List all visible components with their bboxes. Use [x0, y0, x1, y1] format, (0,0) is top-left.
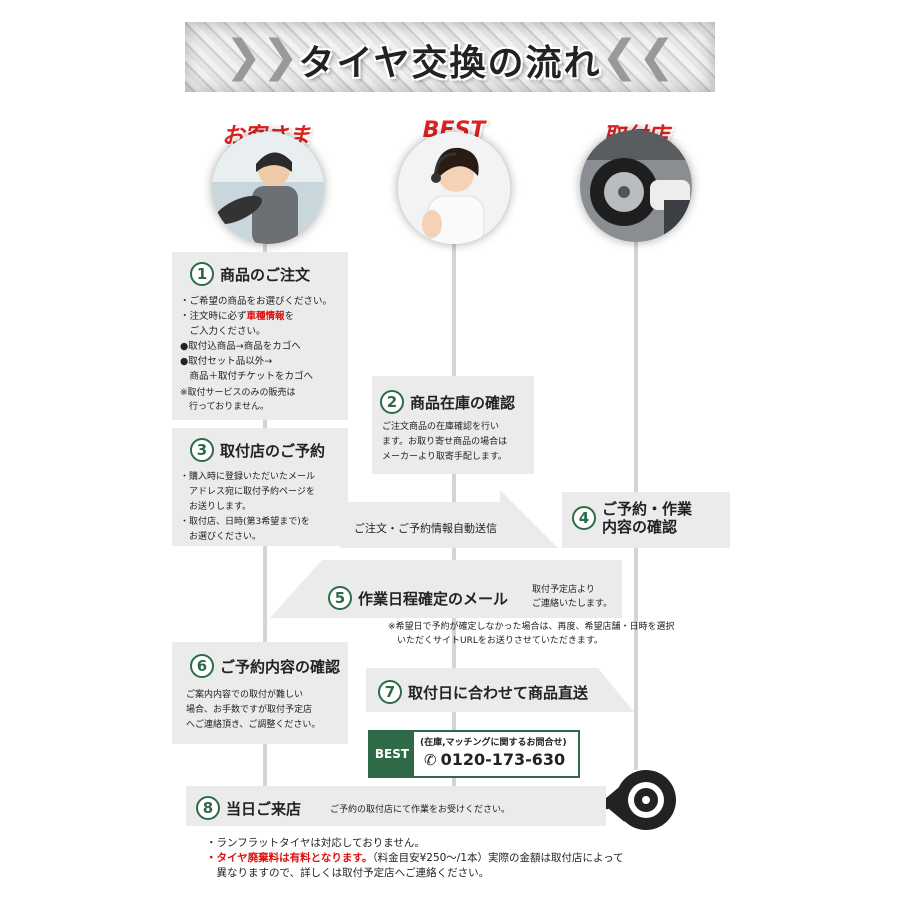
step-4-title-line2: 内容の確認: [602, 518, 678, 536]
step-6-title: ご予約内容の確認: [220, 657, 341, 676]
footer-disposal-fee: ・タイヤ廃棄料は有料となります。: [206, 852, 373, 864]
footer-line-1: ・ランフラットタイヤは対応しておりません。: [206, 837, 425, 849]
step-6-heading: 6 ご予約内容の確認: [190, 654, 340, 678]
step-number-7: 7: [378, 680, 402, 704]
step-7-arrow: [366, 668, 634, 712]
footer-line-2: （料金目安¥250～/1本）実際の金額は取付店によって: [372, 852, 624, 864]
step-number-2: 2: [380, 390, 404, 414]
auto-send-label: ご注文・ご予約情報自動送信: [354, 522, 497, 535]
tire-mechanic-photo: [580, 130, 692, 242]
step-2-heading: 2 商品在庫の確認: [380, 390, 515, 414]
driver-photo: [212, 132, 324, 244]
contact-caption: (在庫,マッチングに関するお問合せ): [420, 738, 567, 748]
step-1-text: ・ご希望の商品をお選びください。 ・注文時に必ず車種情報を ご入力ください。 ●…: [180, 296, 333, 382]
operator-photo: [398, 132, 510, 244]
step-1-heading: 1 商品のご注文: [190, 262, 310, 286]
step-4-title-line1: ご予約・作業: [602, 500, 693, 518]
step-5-side-text: 取付予定店より ご連絡いたします。: [532, 585, 613, 609]
step-2-title: 商品在庫の確認: [410, 393, 516, 412]
step-3-text: ・購入時に登録いただいたメール アドレス宛に取付予約ページを お送りします。 ・…: [180, 472, 316, 542]
step-5-title: 作業日程確定のメール: [358, 589, 509, 608]
step-number-1: 1: [190, 262, 214, 286]
step-5-arrow: [270, 560, 622, 618]
step-5-heading: 5 作業日程確定のメール: [328, 586, 508, 610]
step-7-title: 取付日に合わせて商品直送: [408, 683, 589, 702]
step-6-text: ご案内内容での取付が難しい 場合、お手数ですが取付予定店 へご連絡頂き、ご調整く…: [186, 690, 321, 730]
step-number-8: 8: [196, 796, 220, 820]
auto-send-arrow: [340, 490, 558, 548]
page-title: タイヤ交換の流れ: [298, 43, 602, 84]
step-8-title: 当日ご来店: [226, 799, 302, 818]
step-8-heading: 8 当日ご来店: [196, 796, 301, 820]
step-1-note: ※取付サービスのみの販売は 行っておりません。: [180, 388, 296, 412]
phone-icon: ✆: [424, 750, 437, 769]
step-3-heading: 3 取付店のご予約: [190, 438, 325, 462]
step-8-text: ご予約の取付店にて作業をお受けください。: [330, 805, 511, 815]
contact-phone[interactable]: ✆ 0120-173-630: [424, 750, 566, 769]
footer-line-3: 異なりますので、詳しくは取付予定店へご連絡ください。: [206, 867, 490, 879]
vehicle-info-highlight: 車種情報: [246, 311, 285, 322]
step-number-6: 6: [190, 654, 214, 678]
title-banner: ❯❯ ❮❮ タイヤ交換の流れ: [185, 22, 715, 92]
chevron-left-icon: ❮❮: [601, 31, 675, 82]
step-1-title: 商品のご注文: [220, 265, 311, 284]
step-number-3: 3: [190, 438, 214, 462]
step-4-heading: 4 ご予約・作業内容の確認: [572, 500, 692, 536]
footer-notes: ・ランフラットタイヤは対応しておりません。 ・タイヤ廃棄料は有料となります。（料…: [206, 836, 624, 881]
step-3-title: 取付店のご予約: [220, 441, 326, 460]
step-8-box: [186, 786, 606, 826]
step-number-4: 4: [572, 506, 596, 530]
step-number-5: 5: [328, 586, 352, 610]
tire-wrench-icon: [601, 770, 676, 830]
step-7-heading: 7 取付日に合わせて商品直送: [378, 680, 588, 704]
best-logo: BEST: [370, 732, 414, 776]
step-2-text: ご注文商品の在庫確認を行い ます。お取り寄せ商品の場合は メーカーより取寄手配し…: [382, 422, 508, 462]
step-5-note: ※希望日で予約が確定しなかった場合は、再度、希望店舗・日時を選択 いただくサイト…: [388, 622, 675, 646]
